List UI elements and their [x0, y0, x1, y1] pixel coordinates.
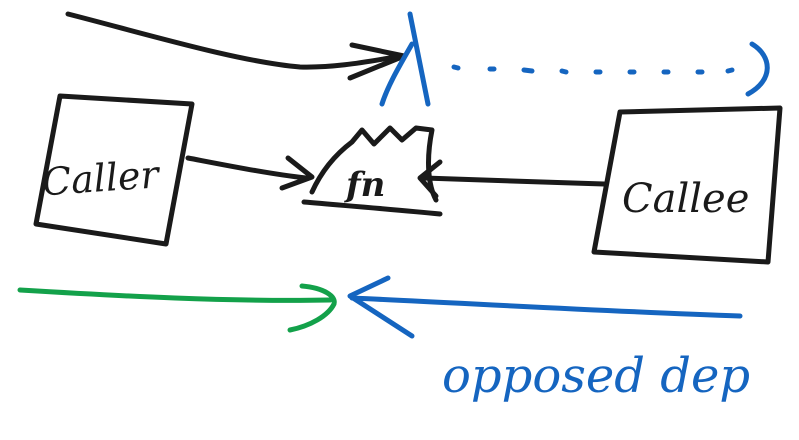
caller-box: Caller — [33, 93, 195, 247]
caller-to-fn-arrow — [185, 155, 315, 191]
fn-label: fn — [344, 165, 385, 205]
blue-dotted-line-end — [745, 41, 770, 97]
callee-box: Callee — [591, 105, 783, 265]
blue-arrow — [347, 275, 743, 339]
top-black-arrow-shaft — [65, 11, 405, 70]
caller-label: Caller — [41, 152, 163, 204]
blue-cross-mark — [379, 11, 431, 107]
fn-node: fn — [301, 125, 443, 217]
blue-dotted-line — [451, 41, 770, 97]
callee-label: Callee — [622, 176, 749, 222]
top-black-arrow — [65, 11, 407, 81]
green-arrow — [17, 283, 337, 333]
opposed-dep-note: opposed dep — [442, 348, 750, 404]
callee-to-fn-arrow — [417, 159, 607, 199]
fn-node-base — [301, 199, 443, 217]
